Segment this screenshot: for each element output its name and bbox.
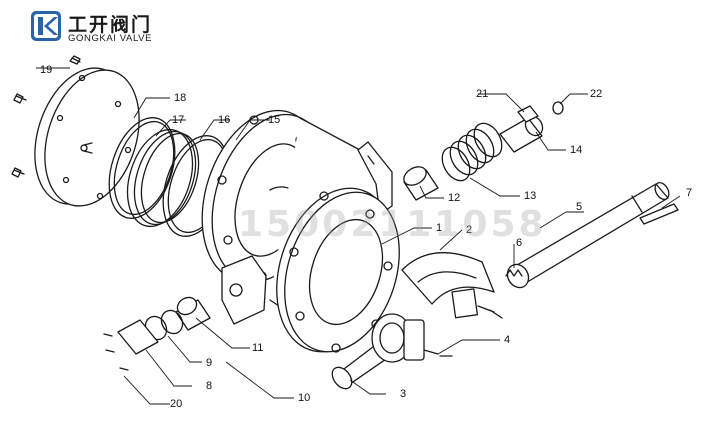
- part-3-shaft: [331, 313, 439, 390]
- part-13-spring: [441, 122, 503, 182]
- brand-name-cn: 工开阀门: [68, 14, 153, 36]
- callout-22: 22: [590, 88, 602, 100]
- callout-14: 14: [570, 144, 582, 156]
- callout-10: 10: [298, 392, 310, 404]
- part-19-bolts: [11, 55, 81, 178]
- callout-11: 11: [252, 342, 263, 354]
- callout-3: 3: [400, 388, 406, 400]
- part-22-washer: [552, 101, 564, 115]
- callout-6: 6: [516, 237, 522, 249]
- part-20-bolts: [103, 333, 129, 371]
- callout-2: 2: [466, 224, 472, 236]
- callout-9: 9: [206, 357, 212, 369]
- brand-header: 工开阀门 GONGKAI VALVE: [30, 10, 200, 46]
- callout-18: 18: [174, 92, 186, 104]
- gongkai-logo-icon: [31, 11, 61, 41]
- callout-16: 16: [218, 114, 230, 126]
- part-18-ring: [108, 117, 176, 219]
- callout-17: 17: [172, 114, 184, 126]
- callout-15: 15: [268, 114, 280, 126]
- callout-7: 7: [686, 187, 692, 199]
- part-6-spline: [505, 269, 523, 277]
- callout-labels: 19 18 17 16 15 1 2 3 4 5 6 7 8 9 10 11 1…: [40, 64, 692, 410]
- callout-20: 20: [170, 398, 182, 410]
- part-11-sleeve: [175, 296, 211, 331]
- front-flange: [276, 187, 400, 353]
- callout-5: 5: [576, 201, 582, 213]
- part-2-disc-housing: [401, 252, 495, 319]
- callout-21: 21: [476, 88, 488, 100]
- part-12-bushing: [403, 166, 439, 201]
- part-10-ring: [160, 309, 184, 335]
- callout-4: 4: [504, 334, 510, 346]
- part-17-ring: [126, 128, 200, 228]
- watermark-phone: 15002111058: [238, 204, 547, 245]
- part-7-key: [639, 203, 679, 225]
- callout-8: 8: [206, 380, 212, 392]
- callout-19: 19: [40, 64, 52, 76]
- callout-12: 12: [448, 192, 460, 204]
- brand-name-en: GONGKAI VALVE: [68, 33, 152, 44]
- part-5-long-shaft: [506, 181, 670, 289]
- leader-lines: [36, 67, 681, 405]
- callout-13: 13: [524, 190, 536, 202]
- callout-1: 1: [436, 222, 442, 234]
- part-4-pins: [439, 309, 503, 357]
- part-8-cover: [117, 319, 159, 355]
- part-21-nut: [517, 105, 539, 123]
